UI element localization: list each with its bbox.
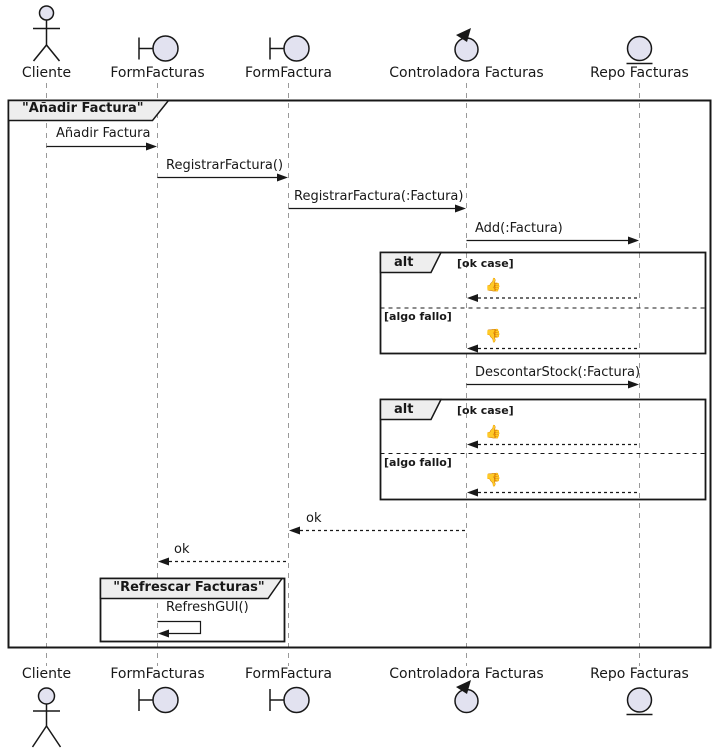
outer-frame — [7, 99, 712, 649]
message-arrows — [46, 142, 639, 389]
alt-frame-add-tab — [379, 251, 443, 274]
message-label-registrar-factura-param: RegistrarFactura(:Factura) — [294, 189, 464, 204]
reply-arrow-add-fail — [467, 344, 640, 353]
alt-add-reply-fail-thumbs-down-icon: 👎 — [485, 329, 502, 344]
participant-label-top-repo: Repo Facturas — [590, 65, 689, 81]
participant-label-top-formfactura: FormFactura — [244, 65, 333, 81]
return-arrows — [158, 526, 467, 566]
participant-label-top-cliente: Cliente — [21, 65, 72, 81]
message-label-ok-to-formfactura: ok — [306, 511, 322, 526]
outer-frame-tab — [7, 99, 171, 122]
arrow-registrar-factura — [157, 173, 288, 182]
participant-label-bottom-formfactura: FormFactura — [244, 666, 333, 682]
boundary-icon-top-formfactura — [269, 35, 310, 62]
control-icon-top — [454, 28, 479, 62]
alt-stock-operator: alt — [394, 402, 414, 417]
alt-frame-stock — [379, 398, 707, 501]
participant-label-top-controladora: Controladora Facturas — [389, 65, 544, 81]
reply-arrow-stock-fail — [467, 488, 640, 497]
arrow-ok-to-formfacturas — [158, 557, 289, 566]
lifelines — [46, 83, 640, 666]
alt-frame-stock-tab — [379, 398, 443, 421]
participant-label-bottom-repo: Repo Facturas — [590, 666, 689, 682]
reply-arrow-add-ok — [467, 294, 640, 302]
alt-frame-add — [379, 251, 707, 355]
message-label-registrar-factura: RegistrarFactura() — [166, 158, 284, 173]
boundary-icon-bottom-formfacturas — [138, 686, 179, 714]
actor-icon-bottom — [31, 687, 62, 748]
entity-icon-top — [626, 35, 653, 65]
alt-stock-guard-fail: [algo fallo] — [384, 456, 452, 469]
entity-icon-bottom — [626, 687, 653, 716]
alt-stock-reply-fail-thumbs-down-icon: 👎 — [485, 473, 502, 488]
participant-label-top-formfacturas: FormFacturas — [110, 65, 205, 81]
arrow-registrar-factura-param — [288, 204, 466, 213]
alt-stock-guard-ok: [ok case] — [457, 404, 514, 417]
message-label-descontar-stock: DescontarStock(:Factura) — [475, 365, 641, 380]
arrow-anadir-factura — [46, 142, 157, 151]
control-icon-bottom — [454, 680, 479, 714]
boundary-icon-top-formfacturas — [138, 35, 179, 62]
arrow-ok-to-formfactura — [289, 526, 467, 535]
participant-label-bottom-controladora: Controladora Facturas — [389, 666, 544, 682]
alt-add-reply-ok-thumbs-up-icon: 👍 — [485, 278, 502, 293]
message-label-refresh-gui: RefreshGUI() — [166, 600, 249, 615]
boundary-icon-bottom-formfactura — [269, 686, 310, 714]
actor-icon-top — [32, 5, 61, 62]
alt-add-guard-fail: [algo fallo] — [384, 310, 452, 323]
inner-frame-title: "Refrescar Facturas" — [113, 580, 265, 595]
arrow-descontar-stock — [466, 380, 639, 389]
participant-label-bottom-formfacturas: FormFacturas — [110, 666, 205, 682]
inner-frame-tab — [99, 577, 284, 600]
outer-frame-title: "Añadir Factura" — [22, 101, 144, 116]
message-label-anadir-factura: Añadir Factura — [56, 126, 151, 141]
message-label-add-factura: Add(:Factura) — [475, 221, 563, 236]
alt-add-guard-ok: [ok case] — [457, 257, 514, 270]
reply-arrow-stock-ok — [467, 440, 640, 449]
alt-stock-reply-ok-thumbs-up-icon: 👍 — [485, 425, 502, 440]
arrow-add-factura — [466, 236, 639, 245]
message-label-ok-to-formfacturas: ok — [174, 542, 190, 557]
alt-add-operator: alt — [394, 255, 414, 270]
inner-frame — [99, 577, 286, 643]
self-message-arrow — [157, 620, 202, 638]
participant-label-bottom-cliente: Cliente — [21, 666, 72, 682]
